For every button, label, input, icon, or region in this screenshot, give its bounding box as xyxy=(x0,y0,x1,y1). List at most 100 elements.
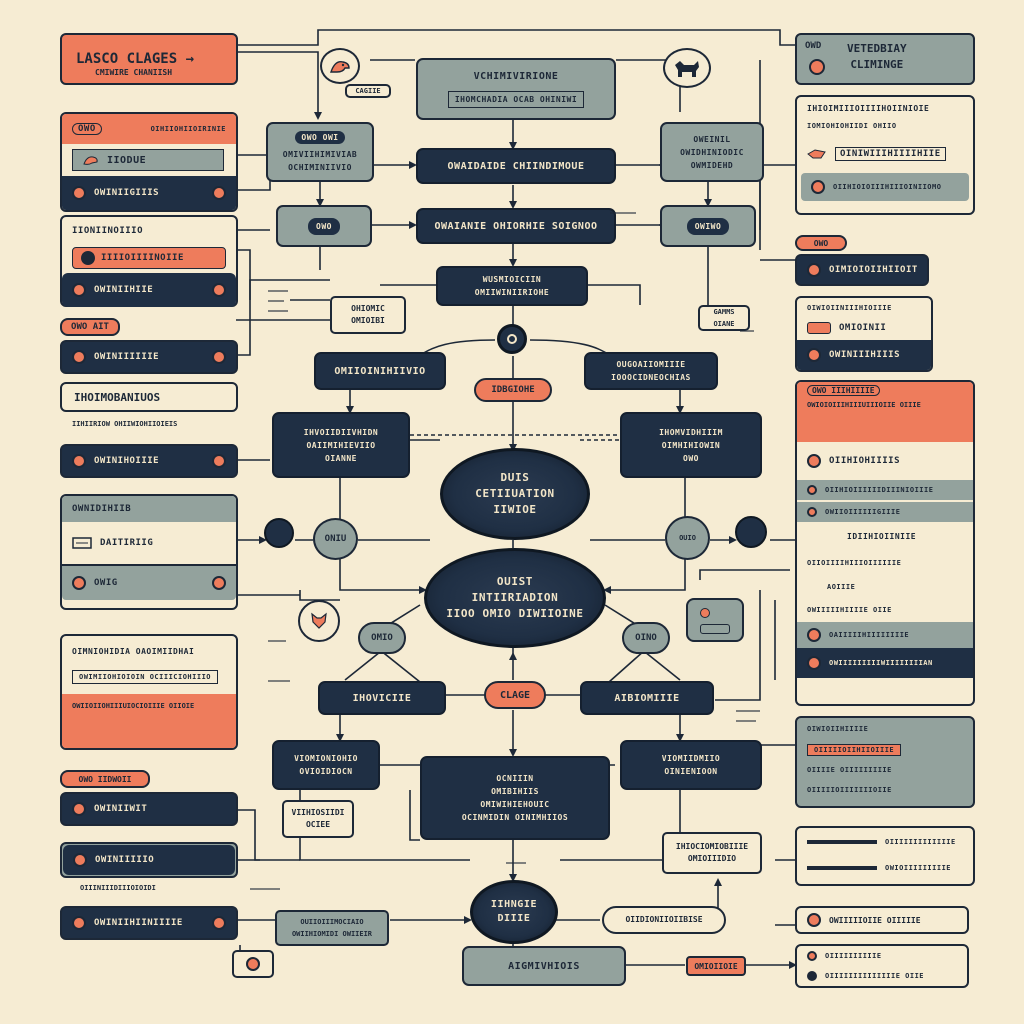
disk-1[interactable]: DUIS CETIIUATION IIWIOE xyxy=(440,448,590,540)
left-panel-6-row-1[interactable]: OWIMIIOHIOIOIN OCIIICIOHIIIO xyxy=(62,666,236,688)
top-center-box[interactable]: VCHIMIVIRIONE IHOMCHADIA OCAB OHINIWI xyxy=(416,58,616,120)
header-right-panel[interactable]: OWD VETEDBIAY CLIMINGE xyxy=(795,33,975,85)
right-panel-5-row-2[interactable]: OIIIIE OIIIIIIIIIE xyxy=(807,766,892,774)
right-panel-1-sub: IOMIOHIOHIIDI OHIIO xyxy=(807,122,897,130)
bottom-right-light[interactable]: OIIDIONIIOIIBISE xyxy=(602,906,726,934)
right-box-b[interactable]: OWIWO xyxy=(660,205,756,247)
circle-left-label: ONIU xyxy=(324,534,347,544)
left-panel-8-row[interactable]: OWINIIIIIO xyxy=(63,845,235,875)
right-panel-3-row-2[interactable]: OWINIIIHIIIS xyxy=(797,340,931,370)
left-panel-4-row[interactable]: OWINIHOIIIE xyxy=(60,444,238,478)
right-panel-3[interactable]: OIWIOIINIIIHIOIIIE OMIOINII OWINIIIHIIIS xyxy=(795,296,933,372)
right-panel-5-row-3[interactable]: OIIIIIOIIIIIIIOIIE xyxy=(807,786,892,794)
junction-right[interactable] xyxy=(735,516,767,548)
right-panel-4-row-1[interactable]: OIIHIOHIIIIS xyxy=(797,442,973,480)
right-panel-4-row-4[interactable]: IDIIHIOIINIIE xyxy=(847,531,917,541)
left-panel-7-row[interactable]: OWINIIWIT xyxy=(60,792,238,826)
bottom-left-box[interactable]: VIOMIONIOHIO OVIOIDIOCN xyxy=(272,740,380,790)
disk-1-label: DUIS CETIIUATION IIWIOE xyxy=(475,471,555,516)
right-panel-8-row-2[interactable]: OIIIIIIIIIIIIIIE OIIE xyxy=(797,966,967,986)
left-small-box[interactable]: OHIOMIC OMIOIBI xyxy=(330,296,406,334)
mid-right-box[interactable]: IHOMVIDHIIIM OIMHIHIOWIN OWO xyxy=(620,412,762,478)
center-bar-1[interactable]: OWAIDAIDE CHIINDIMOUE xyxy=(416,148,616,184)
right-panel-7[interactable]: OWIIIIIOIIE OIIIIIE xyxy=(795,906,969,934)
toggle-dot xyxy=(700,608,710,618)
slider-track[interactable] xyxy=(807,866,877,870)
right-panel-6-row-2[interactable]: OWIOIIIIIIIIIE xyxy=(797,856,973,880)
left-box-a[interactable]: OWO OWI OMIVIIHIMIVIAB OCHIMINIIVIO xyxy=(266,122,374,182)
left-panel-5-row-2[interactable]: OWIG xyxy=(62,564,236,600)
right-panel-8[interactable]: OIIIIIIIIIIE OIIIIIIIIIIIIIIE OIIE xyxy=(795,944,969,988)
right-panel-4[interactable]: OWO IIIHIIIIE OWIOIOIIIHIIIUIIIOIIE OIII… xyxy=(795,380,975,706)
status-dot xyxy=(809,59,825,75)
bottom-center-gray[interactable]: AIGMIVHIOIS xyxy=(462,946,626,986)
mid-left-box[interactable]: IHVOIIDIIVHIDN OAIIMIHIEVIIO OIANNE xyxy=(272,412,410,478)
left-panel-5[interactable]: OWNIDIHIIB DAITIRIIG OWIG xyxy=(60,494,238,610)
right-panel-4-row-7[interactable]: OWIIIIIHIIIIE OIIE xyxy=(807,606,892,614)
left-panel-8[interactable]: OWINIIIIIO xyxy=(60,842,238,878)
left-panel-9-row[interactable]: OWINIIHIINIIIIE xyxy=(60,906,238,940)
right-panel-2-tag[interactable]: OWO xyxy=(795,235,847,251)
disk-2[interactable]: OUIST INTIIRIADION IIOO OMIO DIWIIOINE xyxy=(424,548,606,648)
right-panel-1[interactable]: IHIOIMIIIOIIIIHOIINIOIE IOMIOHIOHIIDI OH… xyxy=(795,95,975,215)
header-left-badge[interactable]: LASCO CLAGES → xyxy=(60,33,238,85)
right-small-box[interactable]: GAMMS OIANE xyxy=(698,305,750,331)
bottom-orange[interactable]: OMIOIIOIE xyxy=(686,956,746,976)
hub-right-box[interactable]: OUGOAIIOMIIIE IOOOCIDNEOCHIAS xyxy=(584,352,718,390)
hub-node[interactable] xyxy=(497,324,527,354)
pill-left[interactable]: OMIO xyxy=(358,622,406,654)
right-panel-5[interactable]: OIWIOIIHIIIIE OIIIIIOIIHIIOIIIE OIIIIE O… xyxy=(795,716,975,808)
left-panel-4-header[interactable]: IHOIMOBANIUOS xyxy=(60,382,238,412)
left-panel-1[interactable]: OWO OIHIIOHIIOIRINIE IIODUE OWINIIGIIIS xyxy=(60,112,238,212)
toggle-widget[interactable] xyxy=(686,598,744,642)
right-panel-1-row-1[interactable]: OINIWIIIHIIIIHIIE xyxy=(797,139,973,169)
right-panel-2-row[interactable]: OIMIOIOIIHIIOIT xyxy=(795,254,929,286)
lower-right-label: AIBIOMIIIE xyxy=(614,692,680,704)
circle-left[interactable]: ONIU xyxy=(313,518,358,560)
right-panel-8-row-1[interactable]: OIIIIIIIIIIE xyxy=(797,946,967,966)
orange-pill-1[interactable]: IDBGIOHE xyxy=(474,378,552,402)
lower-left-box[interactable]: IHOVICIIE xyxy=(318,681,446,715)
bottom-right-box[interactable]: VIOMIIDMIIO OINIENIOON xyxy=(620,740,762,790)
left-panel-1-row-2[interactable]: OWINIIGIIIS xyxy=(62,176,236,210)
center-bar-2[interactable]: OWAIANIE OHIORHIE SOIGNOO xyxy=(416,208,616,244)
left-panel-3-tag[interactable]: OWO AIT xyxy=(60,318,120,336)
right-panel-4-row-3[interactable]: OWIIOIIIIIIGIIIE xyxy=(797,502,973,522)
left-panel-5-row-1[interactable]: DAITIRIIG xyxy=(62,522,236,564)
left-panel-7-tag[interactable]: OWO IIDWOII xyxy=(60,770,150,788)
left-box-b[interactable]: OWO xyxy=(276,205,372,247)
right-panel-4-row-2[interactable]: OIIHIOIIIIIIDIIINIOIIIE xyxy=(797,480,973,500)
right-panel-4-row-9[interactable]: OWIIIIIIIIIWIIIIIIIIAN xyxy=(797,648,973,678)
right-panel-5-row-1[interactable]: OIIIIIOIIHIIOIIIE xyxy=(797,740,973,760)
hub-left-box[interactable]: OMIIOINIHIIVIO xyxy=(314,352,446,390)
pill-right[interactable]: OINO xyxy=(622,622,670,654)
bottom-disk[interactable]: IIHNGIE DIIIE xyxy=(470,880,558,944)
right-panel-4-row-5[interactable]: OIIOIIIIHIIIOIIIIIIE xyxy=(807,559,902,567)
circle-right[interactable]: OUIO xyxy=(665,516,710,560)
top-bubble[interactable]: CAGIIE xyxy=(345,84,391,98)
bottom-left-tiny[interactable] xyxy=(232,950,274,978)
lower-right-box[interactable]: AIBIOMIIIE xyxy=(580,681,714,715)
left-panel-2-row-2[interactable]: OWINIIHIIE xyxy=(62,273,236,307)
orange-pill-2[interactable]: CLAGE xyxy=(484,681,546,709)
right-panel-4-row-6[interactable]: AOIIIE xyxy=(827,583,856,591)
left-panel-3-row[interactable]: OWINIIIIIIE xyxy=(60,340,238,374)
left-panel-2-row-1[interactable]: IIIIOIIIINOIIE xyxy=(62,245,236,271)
right-box-a[interactable]: OWEINIL OWIDHINIODIC OWMIDEHD xyxy=(660,122,764,182)
center-bar-3[interactable]: WUSMIOICIIN OMIIWINIIRIOHE xyxy=(436,266,588,306)
right-panel-6-row-1[interactable]: OIIIIIIIIIIIIIE xyxy=(797,828,973,856)
bottom-left-light[interactable]: OUIIOIIIMOCIAIO OWIIHIOMIDI OWIIEIR xyxy=(275,910,389,946)
bottom-right-small[interactable]: IHIOCIOMIOBIIIE OMIOIIIDIO xyxy=(662,832,762,874)
left-panel-2[interactable]: IIONIINOIIIO IIIIOIIIINOIIE OWINIIHIIE xyxy=(60,215,238,307)
right-panel-6[interactable]: OIIIIIIIIIIIIIE OWIOIIIIIIIIIE xyxy=(795,826,975,886)
left-panel-6[interactable]: OIMNIOHIDIA OAOIMIIDHAI OWIMIIOHIOIOIN O… xyxy=(60,634,238,750)
junction-left[interactable] xyxy=(264,518,294,548)
right-panel-1-row-2[interactable]: OIIHIOIOIIIHIIIOINIIOMO xyxy=(801,173,969,201)
slider-track[interactable] xyxy=(807,840,877,844)
left-panel-1-row-1[interactable]: IIODUE xyxy=(62,144,236,176)
bottom-small-left[interactable]: VIIHIOSIIDI OCIEE xyxy=(282,800,354,838)
right-panel-4-row-8[interactable]: OAIIIIIHIIIIIIIIE xyxy=(797,622,973,648)
bottom-center-box[interactable]: OCNIIIN OMIBIHIIS OMIWIHIEHOUIC OCINMIDI… xyxy=(420,756,610,840)
right-panel-3-row-1[interactable]: OMIOINII xyxy=(797,318,931,338)
